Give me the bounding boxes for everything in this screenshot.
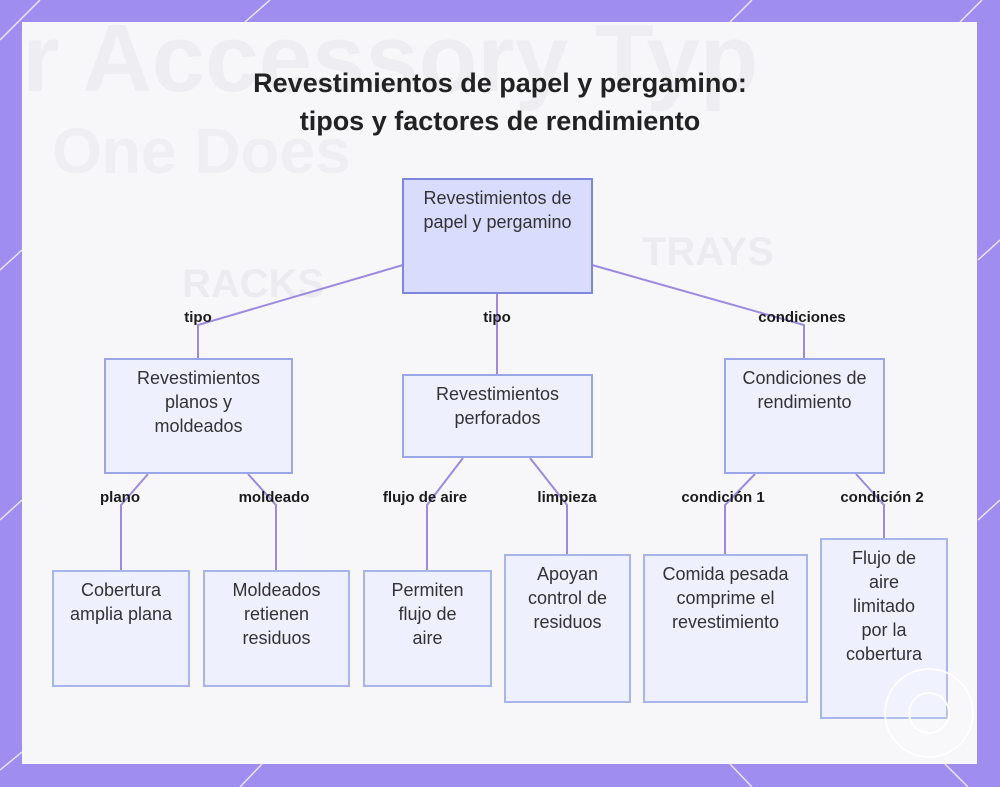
node-leaf-condition-1: Comida pesada comprime el revestimiento [643,554,808,703]
edge-flat-molded [247,473,277,570]
node-leaf-molded-label: Moldeados retienen residuos [232,580,321,648]
title-line-1: Revestimientos de papel y pergamino: [253,68,747,98]
node-leaf-flat-label: Cobertura amplia plana [69,580,173,624]
edge-cond-1 [724,473,756,554]
background-text-3: RACKS [182,262,325,306]
edge-root-conditions [591,264,805,358]
node-root: Revestimientos de papel y pergamino [402,178,593,294]
node-conditions-label: Condiciones de rendimiento [742,368,867,412]
edge-label-plano: plano [100,489,140,506]
node-leaf-cleaning: Apoyan control de residuos [504,554,631,703]
node-perforated: Revestimientos perforados [402,374,593,458]
edge-label-condicion-1: condición 1 [681,489,765,506]
background-text-4: TRAYS [642,230,774,274]
node-flat-molded-label: Revestimientos planos y moldeados [136,368,261,436]
node-flat-molded: Revestimientos planos y moldeados [104,358,293,474]
edge-flat-plano [120,473,149,570]
edge-label-moldeado: moldeado [238,489,310,506]
edge-label-flujo-de-aire: flujo de aire [382,489,468,506]
node-leaf-flat: Cobertura amplia plana [52,570,190,687]
edge-label-limpieza: limpieza [537,489,597,506]
node-conditions: Condiciones de rendimiento [724,358,885,474]
diagram-title: Revestimientos de papel y pergamino: tip… [0,64,1000,140]
edge-label-condiciones: condiciones [758,309,846,326]
node-leaf-condition-2-label: Flujo de aire limitado por la cobertura [845,548,923,664]
edge-perf-airflow [426,457,464,570]
watermark-badge-icon [884,668,974,758]
node-leaf-molded: Moldeados retienen residuos [203,570,350,687]
background-text-1: r Accessory Typ [22,22,759,112]
node-leaf-airflow-label: Permiten flujo de aire [391,580,464,648]
title-line-2: tipos y factores de rendimiento [299,106,701,136]
edge-label-tipo-mid: tipo [483,309,511,326]
edge-perf-cleaning [529,457,568,554]
background-text-2: One Does [52,115,351,187]
node-leaf-airflow: Permiten flujo de aire [363,570,492,687]
node-perforated-label: Revestimientos perforados [435,384,560,428]
edge-label-condicion-2: condición 2 [840,489,924,506]
edge-cond-2 [855,473,885,538]
node-leaf-cleaning-label: Apoyan control de residuos [527,564,608,632]
edge-root-flat [197,264,404,358]
watermark-badge-inner-icon [908,692,950,734]
node-root-label: Revestimientos de papel y pergamino [423,188,572,232]
node-leaf-condition-1-label: Comida pesada comprime el revestimiento [662,564,789,632]
edge-label-tipo-left: tipo [184,309,212,326]
